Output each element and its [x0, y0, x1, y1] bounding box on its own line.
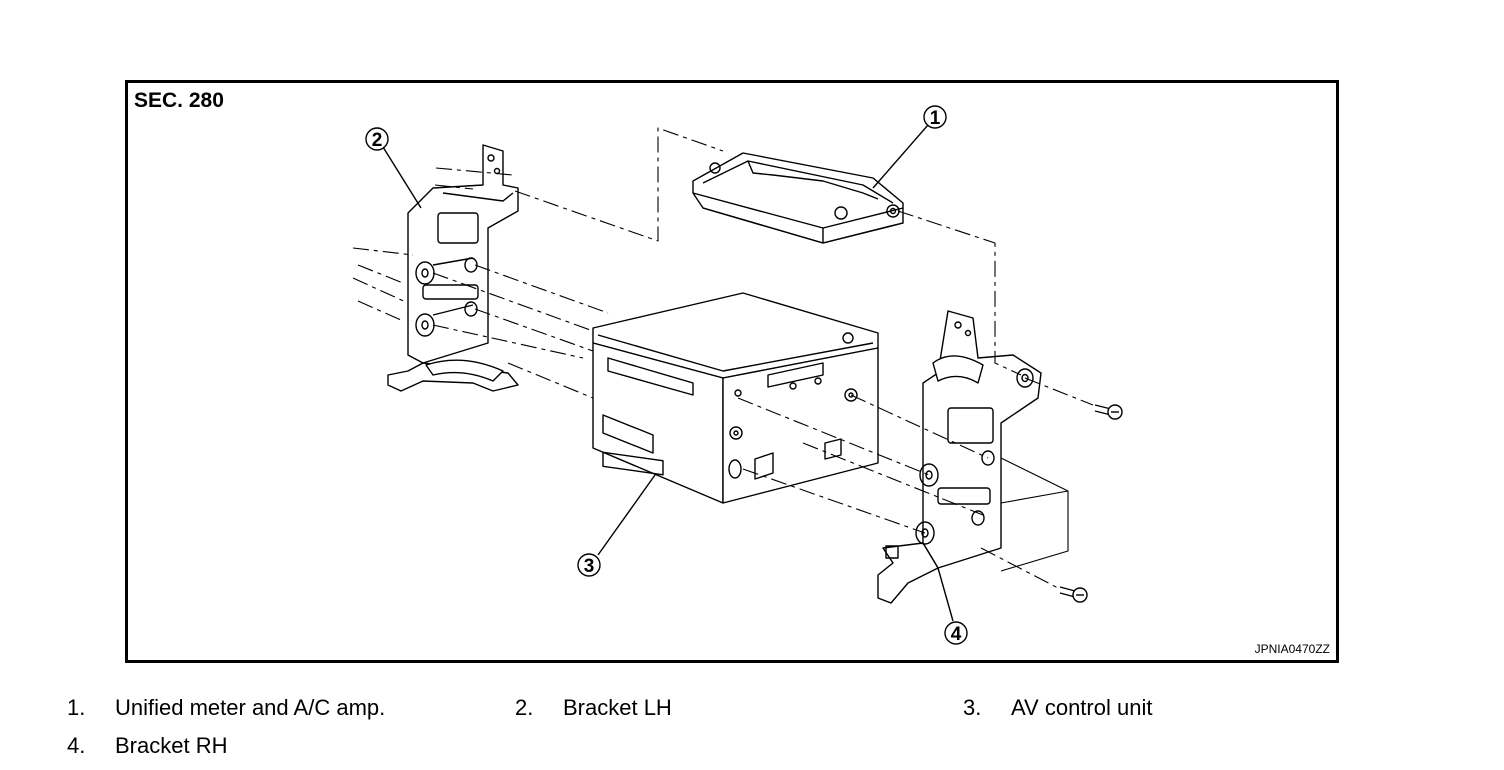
callout-1-label: 1: [930, 108, 941, 129]
callout-3-label: 3: [584, 556, 595, 577]
callout-4: 4: [937, 567, 968, 645]
section-label: SEC. 280: [134, 89, 224, 112]
legend-item-4: 4. Bracket RH: [67, 733, 227, 759]
screw-upper: [1094, 404, 1123, 420]
figure-frame: SEC. 280: [125, 80, 1339, 663]
av-control-unit-part: [592, 292, 879, 504]
bracket-rh-part: [877, 310, 1042, 604]
screw-lower: [1059, 586, 1088, 603]
legend-number: 3.: [963, 695, 982, 720]
legend-number: 2.: [515, 695, 534, 720]
unified-meter-ac-amp-part: [692, 152, 904, 244]
callout-4-label: 4: [951, 624, 962, 645]
legend-text: AV control unit: [1011, 695, 1153, 720]
exploded-view-drawing: 1 2 3 4: [352, 105, 1123, 645]
legend-item-3: 3. AV control unit: [963, 695, 1152, 721]
legend-text: Bracket LH: [563, 695, 672, 720]
legend-text: Unified meter and A/C amp.: [115, 695, 386, 720]
legend-item-2: 2. Bracket LH: [515, 695, 672, 721]
assembly-lines: [352, 127, 1094, 589]
legend-number: 4.: [67, 733, 86, 758]
bracket-lh-part: [387, 144, 519, 392]
callout-2-label: 2: [372, 130, 383, 151]
legend-text: Bracket RH: [115, 733, 228, 758]
legend-number: 1.: [67, 695, 86, 720]
figure-code: JPNIA0470ZZ: [1254, 642, 1330, 656]
callout-2: 2: [365, 127, 422, 209]
legend-item-1: 1. Unified meter and A/C amp.: [67, 695, 385, 721]
callout-1: 1: [872, 105, 947, 189]
callout-3: 3: [577, 474, 656, 577]
unit-envelope-outline: [1000, 457, 1069, 572]
